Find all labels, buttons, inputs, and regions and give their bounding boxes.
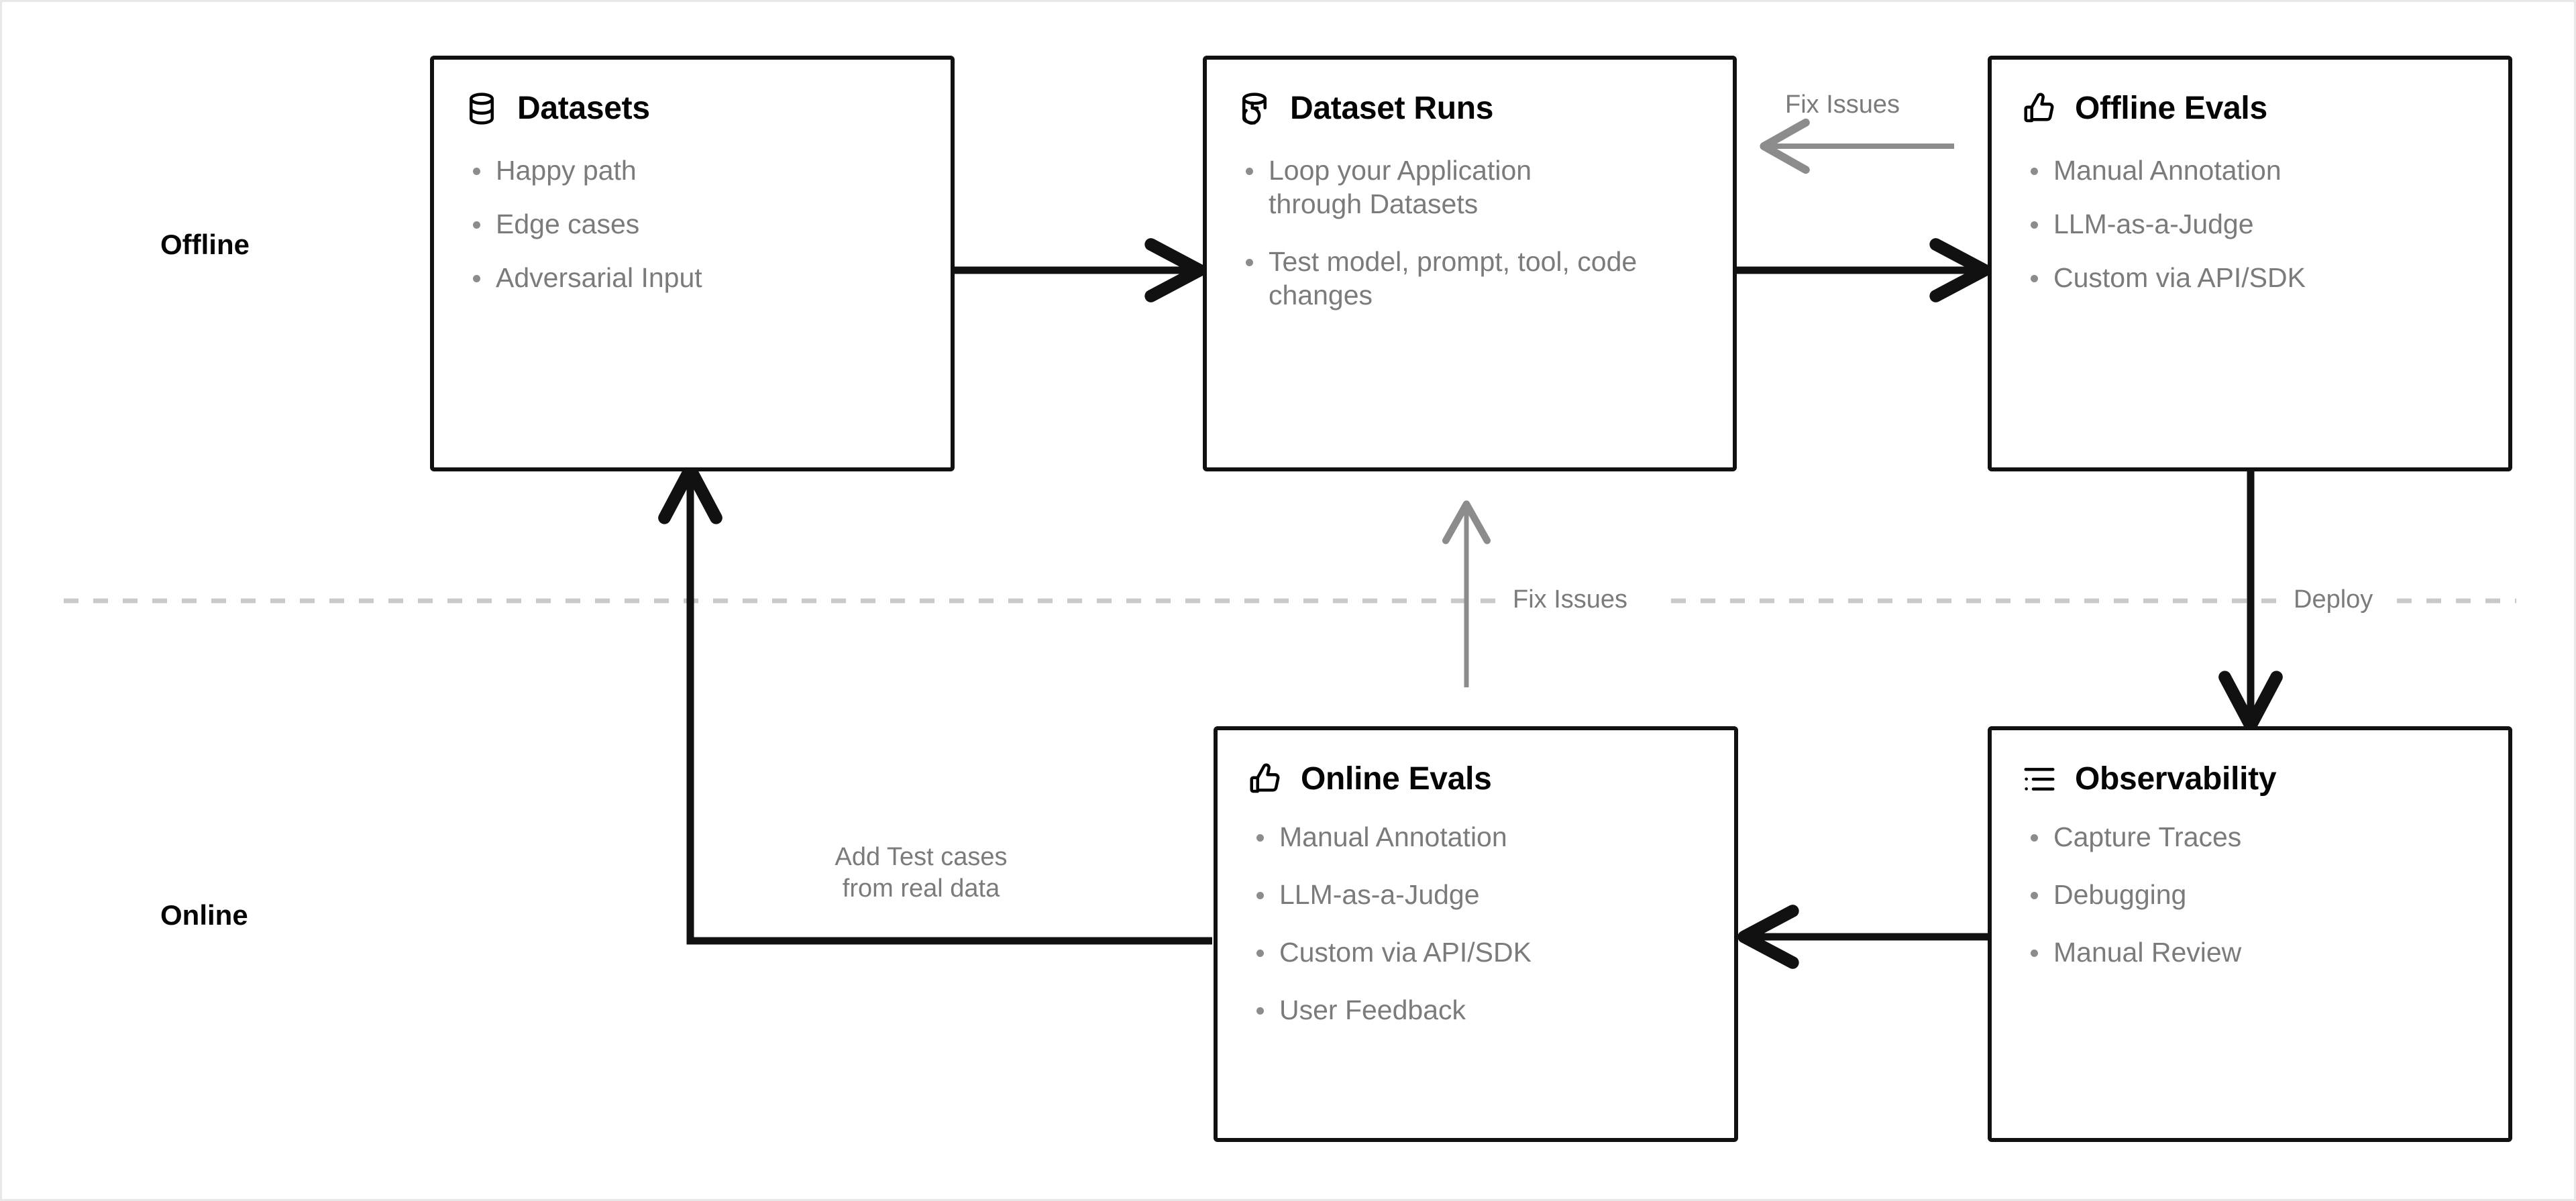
node-datasets-bullets: Happy path Edge cases Adversarial Input — [464, 154, 921, 294]
node-online-evals-bullets: Manual Annotation LLM-as-a-Judge Custom … — [1247, 820, 1705, 1027]
list-item: Debugging — [2021, 878, 2479, 911]
node-dataset-runs[interactable]: Dataset Runs Loop your Application throu… — [1203, 56, 1737, 471]
node-observability[interactable]: Observability Capture Traces Debugging M… — [1988, 726, 2512, 1142]
node-online-evals-header: Online Evals — [1247, 761, 1705, 797]
node-dataset-runs-header: Dataset Runs — [1236, 91, 1703, 127]
database-refresh-icon — [1236, 91, 1273, 127]
node-observability-bullets: Capture Traces Debugging Manual Review — [2021, 820, 2479, 969]
row-label-online: Online — [160, 899, 248, 931]
edge-label-fix-issues-divider: Fix Issues — [1502, 584, 1639, 616]
fix-issues-divider-text: Fix Issues — [1502, 585, 1639, 614]
list-item: Happy path — [464, 154, 921, 187]
node-online-evals[interactable]: Online Evals Manual Annotation LLM-as-a-… — [1214, 726, 1738, 1142]
add-test-cases-line1: Add Test cases — [835, 843, 1008, 871]
thumbs-up-icon — [2021, 91, 2057, 127]
node-offline-evals-bullets: Manual Annotation LLM-as-a-Judge Custom … — [2021, 154, 2479, 294]
list-item: Manual Annotation — [1247, 820, 1705, 854]
list-item: LLM-as-a-Judge — [1247, 878, 1705, 911]
node-datasets-title: Datasets — [517, 91, 650, 126]
list-item: Capture Traces — [2021, 820, 2479, 854]
list-item: Manual Annotation — [2021, 154, 2479, 187]
edge-label-add-test-cases: Add Test cases from real data — [800, 842, 1042, 905]
list-item: Manual Review — [2021, 935, 2479, 969]
edge-label-deploy: Deploy — [2283, 584, 2384, 616]
row-label-offline: Offline — [160, 229, 250, 260]
node-online-evals-title: Online Evals — [1301, 761, 1492, 797]
list-item: Custom via API/SDK — [1247, 935, 1705, 969]
node-observability-header: Observability — [2021, 761, 2479, 797]
node-datasets[interactable]: Datasets Happy path Edge cases Adversari… — [430, 56, 955, 471]
deploy-text: Deploy — [2283, 585, 2384, 614]
list-item: Custom via API/SDK — [2021, 261, 2479, 294]
node-offline-evals[interactable]: Offline Evals Manual Annotation LLM-as-a… — [1988, 56, 2512, 471]
add-test-cases-line2: from real data — [842, 874, 1000, 903]
edge-label-fix-issues-top: Fix Issues — [1785, 91, 1900, 119]
node-datasets-header: Datasets — [464, 91, 921, 127]
database-icon — [464, 91, 500, 127]
list-item: Test model, prompt, tool, code changes — [1236, 245, 1658, 312]
thumbs-up-icon — [1247, 761, 1283, 797]
node-offline-evals-title: Offline Evals — [2075, 91, 2267, 126]
list-tree-icon — [2021, 761, 2057, 797]
node-offline-evals-header: Offline Evals — [2021, 91, 2479, 127]
node-observability-title: Observability — [2075, 761, 2277, 797]
list-item: Adversarial Input — [464, 261, 921, 294]
list-item: User Feedback — [1247, 993, 1705, 1027]
list-item: Edge cases — [464, 207, 921, 241]
node-dataset-runs-title: Dataset Runs — [1290, 91, 1494, 126]
list-item: Loop your Application through Datasets — [1236, 154, 1604, 221]
list-item: LLM-as-a-Judge — [2021, 207, 2479, 241]
node-dataset-runs-bullets: Loop your Application through Datasets T… — [1236, 154, 1703, 312]
